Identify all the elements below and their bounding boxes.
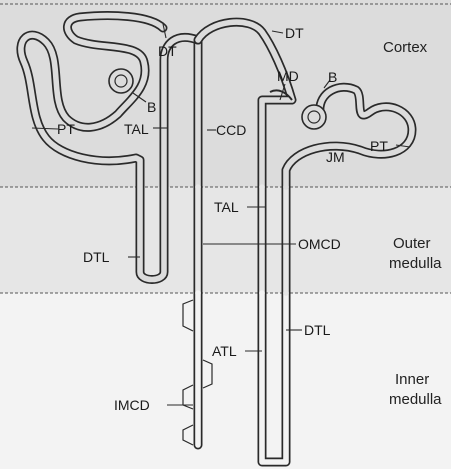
- label-omcd: OMCD: [298, 236, 341, 252]
- outer-medulla-label-line1: Outer: [393, 235, 431, 252]
- label-dtl-right: DTL: [304, 322, 331, 338]
- inner-medulla-label-line1: Inner: [395, 371, 429, 388]
- label-tal-left: TAL: [124, 121, 149, 137]
- inner-medulla-label-line2: medulla: [389, 391, 442, 408]
- label-pt-right: PT: [370, 138, 388, 154]
- label-dt-right: DT: [285, 25, 304, 41]
- label-dt-left: DT: [158, 43, 177, 59]
- cortex-label: Cortex: [383, 39, 428, 56]
- glomerulus-left: [115, 75, 127, 87]
- label-b-left: B: [147, 99, 156, 115]
- label-jm: JM: [326, 149, 345, 165]
- label-atl: ATL: [212, 343, 237, 359]
- label-md: MD: [277, 68, 299, 84]
- label-dtl-left: DTL: [83, 249, 110, 265]
- label-ccd: CCD: [216, 122, 246, 138]
- inner-medulla-zone: [0, 293, 451, 469]
- label-b-right: B: [328, 69, 337, 85]
- glomerulus-right: [308, 111, 320, 123]
- label-imcd: IMCD: [114, 397, 150, 413]
- label-pt-left: PT: [57, 121, 75, 137]
- label-tal-right: TAL: [214, 199, 239, 215]
- outer-medulla-label-line2: medulla: [389, 255, 442, 272]
